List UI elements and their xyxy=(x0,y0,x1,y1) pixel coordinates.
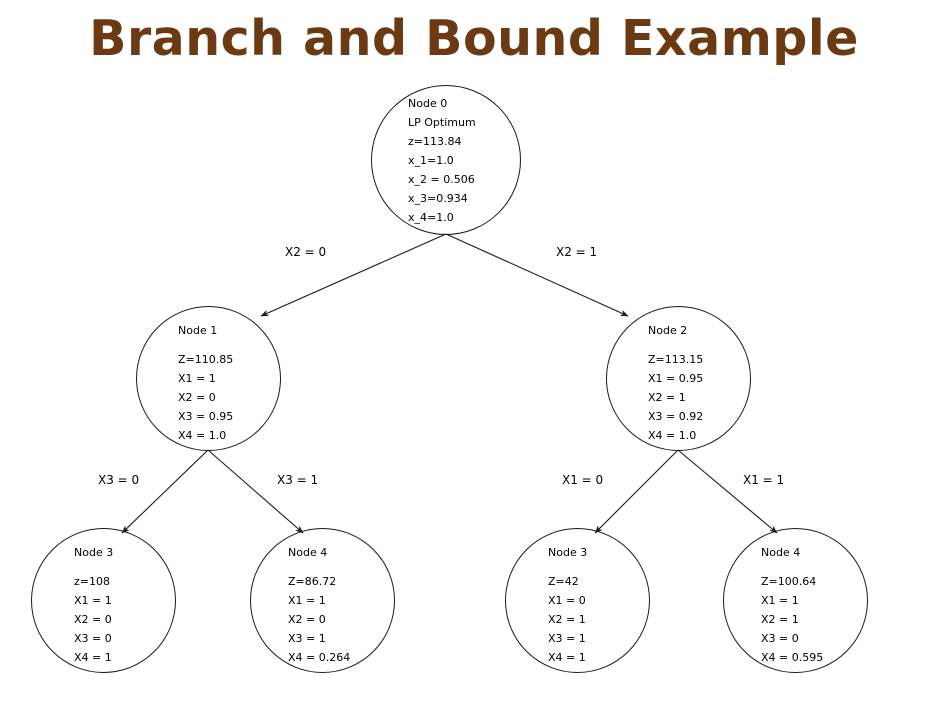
edge-node2-to-node3right xyxy=(594,449,679,534)
tree-node-node0-text: Node 0 LP Optimum z=113.84 x_1=1.0 x_2 =… xyxy=(408,94,528,227)
tree-node-node4right-line-4: X3 = 0 xyxy=(761,632,799,645)
tree-node-node3left-line-4: X3 = 0 xyxy=(74,632,112,645)
edge-label-node1-right: X3 = 1 xyxy=(277,473,319,487)
tree-node-node0-line-1: z=113.84 xyxy=(408,135,462,148)
tree-node-node0-subtitle: LP Optimum xyxy=(408,116,476,129)
tree-node-node3right-title: Node 3 xyxy=(548,546,588,559)
tree-node-node4right-line-5: X4 = 0.595 xyxy=(761,651,824,664)
tree-node-node0-title: Node 0 xyxy=(408,97,448,110)
tree-node-node1-title: Node 1 xyxy=(178,324,218,337)
tree-node-node2[interactable] xyxy=(606,306,751,451)
tree-node-node4left-line-4: X3 = 1 xyxy=(288,632,326,645)
tree-node-node4left-line-3: X2 = 0 xyxy=(288,613,326,626)
tree-node-node0-line-4: x_3=0.934 xyxy=(408,192,468,205)
tree-node-node4right-line-3: X2 = 1 xyxy=(761,613,799,626)
tree-node-node2-line-5: X4 = 1.0 xyxy=(648,429,697,442)
edge-label-node2-right: X1 = 1 xyxy=(743,473,785,487)
tree-node-node4right-line-1: Z=100.64 xyxy=(761,575,817,588)
edge-root-to-node2 xyxy=(445,233,629,317)
tree-node-node3left-title: Node 3 xyxy=(74,546,114,559)
tree-node-node4left-text: Node 4 Z=86.72 X1 = 1 X2 = 0 X3 = 1 X4 =… xyxy=(288,543,408,667)
tree-node-node3left-line-5: X4 = 1 xyxy=(74,651,112,664)
tree-node-node1-line-4: X3 = 0.95 xyxy=(178,410,234,423)
tree-node-node3right[interactable] xyxy=(505,528,650,673)
tree-node-node0-line-3: x_2 = 0.506 xyxy=(408,173,475,186)
tree-node-node2-title: Node 2 xyxy=(648,324,688,337)
tree-node-node4left[interactable] xyxy=(250,528,395,673)
tree-node-node1-line-1: Z=110.85 xyxy=(178,353,234,366)
tree-node-node0[interactable] xyxy=(371,85,521,235)
tree-node-node3left[interactable] xyxy=(31,528,176,673)
tree-node-node4left-line-5: X4 = 0.264 xyxy=(288,651,351,664)
tree-node-node2-line-2: X1 = 0.95 xyxy=(648,372,704,385)
tree-node-node4right-text: Node 4 Z=100.64 X1 = 1 X2 = 1 X3 = 0 X4 … xyxy=(761,543,886,667)
tree-node-node3right-line-5: X4 = 1 xyxy=(548,651,586,664)
tree-node-node2-line-1: Z=113.15 xyxy=(648,353,704,366)
edge-root-to-node1 xyxy=(260,233,447,317)
tree-node-node3right-line-1: Z=42 xyxy=(548,575,579,588)
tree-node-node3right-line-3: X2 = 1 xyxy=(548,613,586,626)
tree-node-node2-text: Node 2 Z=113.15 X1 = 0.95 X2 = 1 X3 = 0.… xyxy=(648,321,768,445)
tree-node-node4left-line-1: Z=86.72 xyxy=(288,575,337,588)
tree-node-node1-line-5: X4 = 1.0 xyxy=(178,429,227,442)
edge-label-root-left: X2 = 0 xyxy=(285,245,327,259)
tree-node-node0-line-5: x_4=1.0 xyxy=(408,211,454,224)
tree-node-node1[interactable] xyxy=(136,306,281,451)
edge-node1-to-node4left xyxy=(207,449,304,534)
tree-node-node3right-line-2: X1 = 0 xyxy=(548,594,586,607)
tree-node-node4right-line-2: X1 = 1 xyxy=(761,594,799,607)
edge-label-node1-left: X3 = 0 xyxy=(98,473,140,487)
tree-node-node3left-line-1: z=108 xyxy=(74,575,110,588)
tree-node-node4left-line-2: X1 = 1 xyxy=(288,594,326,607)
tree-node-node4left-title: Node 4 xyxy=(288,546,328,559)
tree-node-node1-line-3: X2 = 0 xyxy=(178,391,216,404)
tree-node-node4right-title: Node 4 xyxy=(761,546,801,559)
tree-node-node2-line-3: X2 = 1 xyxy=(648,391,686,404)
tree-node-node3right-line-4: X3 = 1 xyxy=(548,632,586,645)
tree-node-node0-line-2: x_1=1.0 xyxy=(408,154,454,167)
edge-node2-to-node4right xyxy=(677,449,778,534)
tree-node-node3left-line-2: X1 = 1 xyxy=(74,594,112,607)
edge-label-node2-left: X1 = 0 xyxy=(562,473,604,487)
page-title: Branch and Bound Example xyxy=(89,10,859,67)
edge-label-root-right: X2 = 1 xyxy=(556,245,598,259)
edge-node1-to-node3left xyxy=(121,449,209,534)
tree-node-node3right-text: Node 3 Z=42 X1 = 0 X2 = 1 X3 = 1 X4 = 1 xyxy=(548,543,668,667)
tree-node-node1-line-2: X1 = 1 xyxy=(178,372,216,385)
tree-node-node3left-text: Node 3 z=108 X1 = 1 X2 = 0 X3 = 0 X4 = 1 xyxy=(74,543,194,667)
tree-node-node4right[interactable] xyxy=(723,528,868,673)
tree-node-node1-text: Node 1 Z=110.85 X1 = 1 X2 = 0 X3 = 0.95 … xyxy=(178,321,298,445)
tree-node-node3left-line-3: X2 = 0 xyxy=(74,613,112,626)
tree-node-node2-line-4: X3 = 0.92 xyxy=(648,410,704,423)
